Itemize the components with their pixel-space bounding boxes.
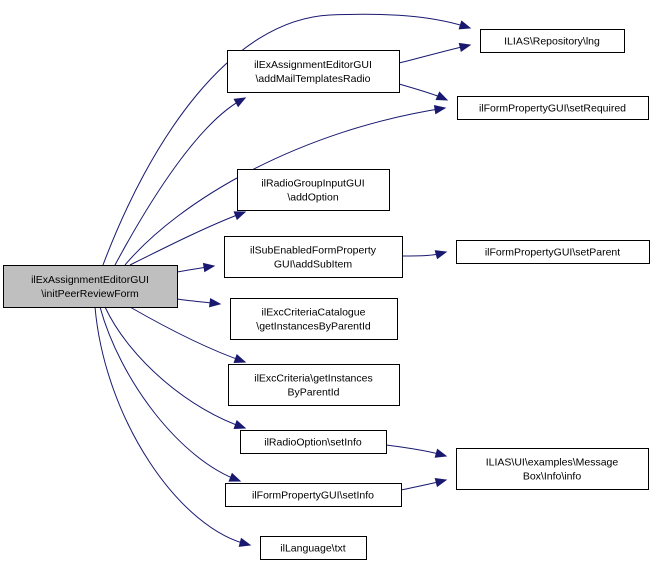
node-box <box>240 430 387 454</box>
edge-line <box>104 306 246 429</box>
node-label-line: ilRadioGroupInputGUI <box>261 178 364 190</box>
node-box <box>225 483 402 507</box>
edge-root-addSubItem <box>176 262 216 273</box>
edge-line <box>129 211 246 266</box>
nodes-layer: ilExAssignmentEditorGUI \initPeerReviewFo… <box>3 29 650 560</box>
node-label-line: ILIAS\Repository\lng <box>504 36 600 48</box>
edge-line <box>99 306 241 482</box>
node-box <box>260 536 367 560</box>
edge-radioSetInfo-msgInfo-arrowhead <box>434 448 448 458</box>
edge-line <box>94 306 251 546</box>
edge-formSetInfo-msgInfo-arrowhead <box>434 477 448 488</box>
edge-root-setRequired-arrowhead <box>433 104 447 115</box>
edges-layer <box>94 13 472 547</box>
node-label-line: ilExcCriteria\getInstances <box>254 373 372 385</box>
node-txt[interactable]: ilLanguage\txt <box>260 536 367 560</box>
node-label-line: \addOption <box>287 192 339 204</box>
edge-root-catalogue <box>176 298 222 308</box>
node-label-line: Box\Info\info <box>523 471 582 483</box>
node-label-line: ilFormPropertyGUI\setRequired <box>479 103 626 115</box>
edge-root-lng <box>102 13 472 266</box>
edge-root-txt-arrowhead <box>238 537 252 547</box>
node-setRequired[interactable]: ilFormPropertyGUI\setRequired <box>457 96 649 120</box>
edge-line <box>102 13 471 266</box>
node-label-line: GUI\addSubItem <box>274 259 352 271</box>
node-label-line: \getInstancesByParentId <box>256 321 371 333</box>
edge-addMail-lng <box>398 42 472 64</box>
edge-addMail-setRequired <box>398 83 449 101</box>
node-label-line: ilRadioOption\setInfo <box>264 437 362 449</box>
edge-addSubItem-setParent <box>401 250 448 260</box>
node-label-line: ilSubEnabledFormProperty <box>250 245 377 257</box>
edge-formSetInfo-msgInfo <box>400 477 448 491</box>
node-label-line: ilLanguage\txt <box>280 543 345 555</box>
edge-root-criteria <box>129 306 247 363</box>
node-label-line: ILIAS\UI\examples\Message <box>486 457 619 469</box>
node-radioSetInfo[interactable]: ilRadioOption\setInfo <box>240 430 387 454</box>
edge-root-radioSetInfo <box>104 306 247 429</box>
node-label-line: ilFormPropertyGUI\setInfo <box>252 490 374 502</box>
edge-radioSetInfo-msgInfo <box>385 444 448 458</box>
edge-root-addSubItem-arrowhead <box>202 262 216 273</box>
node-criteria[interactable]: ilExcCriteria\getInstancesByParentId <box>228 364 400 406</box>
node-box <box>230 298 398 340</box>
node-box <box>3 265 178 308</box>
edge-line <box>398 44 471 64</box>
node-box <box>227 50 400 93</box>
node-addMail[interactable]: ilExAssignmentEditorGUI \addMailTemplates… <box>227 50 400 93</box>
node-box <box>456 240 650 264</box>
node-root[interactable]: ilExAssignmentEditorGUI \initPeerReviewFo… <box>3 265 178 308</box>
node-box <box>237 169 390 211</box>
node-box <box>224 236 403 278</box>
edge-root-formSetInfo-arrowhead <box>228 472 242 482</box>
edge-root-catalogue-arrowhead <box>208 298 222 308</box>
node-label-line: ilExcCriteriaCatalogue <box>262 307 366 319</box>
node-label-line: ilExAssignmentEditorGUI <box>31 274 149 286</box>
edge-addMail-setRequired-arrowhead <box>435 91 449 101</box>
node-box <box>457 96 649 120</box>
node-label-line: \addMailTemplatesRadio <box>256 73 371 85</box>
edge-root-addMail-arrowhead <box>233 97 247 108</box>
node-catalogue[interactable]: ilExcCriteriaCatalogue \getInstancesByPar… <box>230 298 398 340</box>
edge-addMail-lng-arrowhead <box>458 42 472 53</box>
node-label-line: ilFormPropertyGUI\setParent <box>485 247 620 259</box>
edge-root-addMail <box>114 97 247 266</box>
edge-root-addOption-arrowhead <box>233 211 247 221</box>
node-label-line: \initPeerReviewForm <box>41 288 139 300</box>
node-addOption[interactable]: ilRadioGroupInputGUI \addOption <box>237 169 390 211</box>
edge-root-addOption <box>129 211 247 266</box>
node-setParent[interactable]: ilFormPropertyGUI\setParent <box>456 240 650 264</box>
edge-root-criteria-arrowhead <box>233 354 247 363</box>
edge-root-formSetInfo <box>99 306 242 482</box>
edge-root-txt <box>94 306 252 547</box>
node-lng[interactable]: ILIAS\Repository\lng <box>480 29 625 53</box>
edge-line <box>114 97 246 266</box>
edge-addSubItem-setParent-arrowhead <box>434 250 448 260</box>
node-box <box>456 448 649 490</box>
edge-line <box>129 306 246 363</box>
edge-root-radioSetInfo-arrowhead <box>233 420 247 429</box>
edge-root-lng-arrowhead <box>458 20 472 30</box>
node-box <box>228 364 400 406</box>
node-box <box>480 29 625 53</box>
node-label-line: ilExAssignmentEditorGUI <box>254 59 372 71</box>
node-formSetInfo[interactable]: ilFormPropertyGUI\setInfo <box>225 483 402 507</box>
node-label-line: ByParentId <box>288 387 340 399</box>
